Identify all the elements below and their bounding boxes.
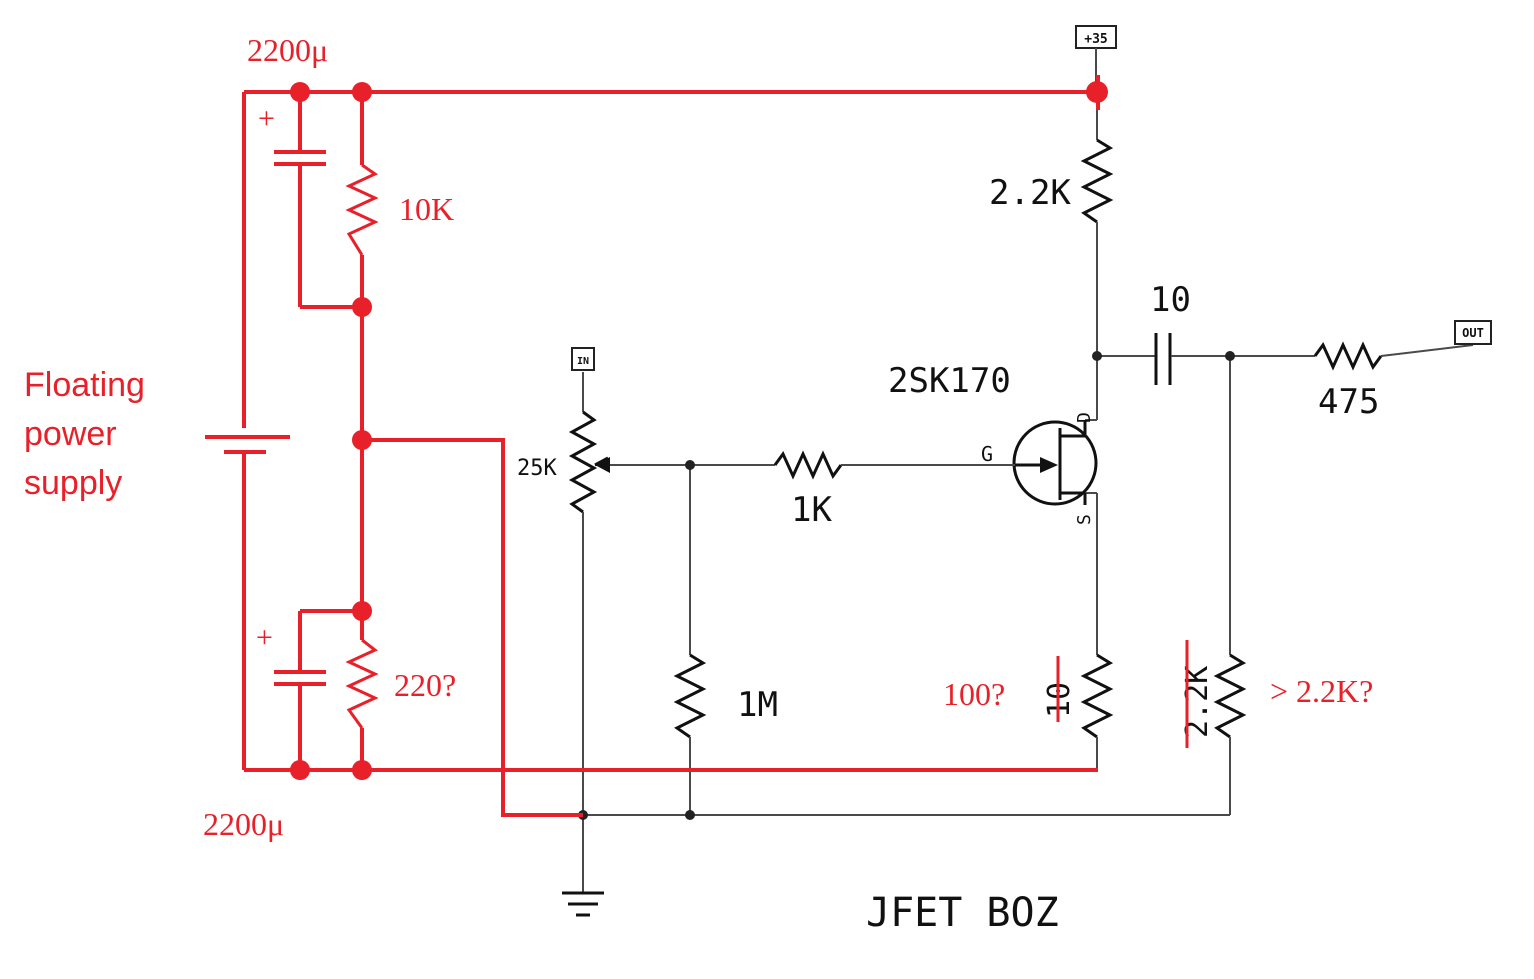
diagram-title: JFET BOZ <box>866 890 1059 936</box>
label-r-load-old: 2.2K <box>1180 666 1215 738</box>
resistor-load <box>1213 653 1247 739</box>
label-pin-s: S <box>1074 514 1095 525</box>
resistor-supply-bottom <box>345 638 379 729</box>
resistor-input <box>673 653 707 739</box>
resistor-source <box>1080 653 1114 739</box>
label-r-source-new: 100? <box>943 676 1005 712</box>
label-cap-top: 2200μ <box>247 32 328 68</box>
red-floating-supply <box>205 75 1189 817</box>
resistor-supply-top <box>345 163 379 256</box>
resistor-gate <box>773 450 843 480</box>
port-input <box>571 347 595 371</box>
label-pot: 25K <box>517 456 557 481</box>
label-r-gate: 1K <box>791 490 832 530</box>
label-pin-d: D <box>1074 412 1095 423</box>
label-supply-line-2: power <box>24 415 117 453</box>
label-supply-line-3: supply <box>24 464 122 502</box>
label-plus-top: + <box>258 102 275 135</box>
capacitor-output <box>1154 333 1172 385</box>
port-input-label: IN <box>577 356 589 367</box>
label-r-load-new: > 2.2K? <box>1270 673 1373 709</box>
label-supply-line-1: Floating <box>24 366 145 404</box>
label-c-out: 10 <box>1150 280 1191 320</box>
port-output <box>1454 320 1492 345</box>
ground-icon <box>562 891 604 917</box>
label-jfet: 2SK170 <box>888 361 1011 401</box>
potentiometer <box>568 410 598 514</box>
label-r-drain: 2.2K <box>989 173 1071 213</box>
label-r-input: 1M <box>737 685 778 725</box>
port-output-label: OUT <box>1462 326 1484 340</box>
port-supply-label: +35 <box>1084 32 1107 47</box>
label-pin-g: G <box>981 442 993 466</box>
jfet-transistor <box>1012 420 1098 506</box>
resistor-drain <box>1080 138 1114 224</box>
resistor-output <box>1313 341 1383 371</box>
label-cap-bottom: 2200μ <box>203 806 284 842</box>
original-schematic <box>562 105 1474 917</box>
label-r-out: 475 <box>1318 382 1379 422</box>
label-r-bottom: 220? <box>394 667 456 703</box>
label-r-top: 10K <box>399 191 454 227</box>
label-plus-bottom: + <box>256 621 273 654</box>
